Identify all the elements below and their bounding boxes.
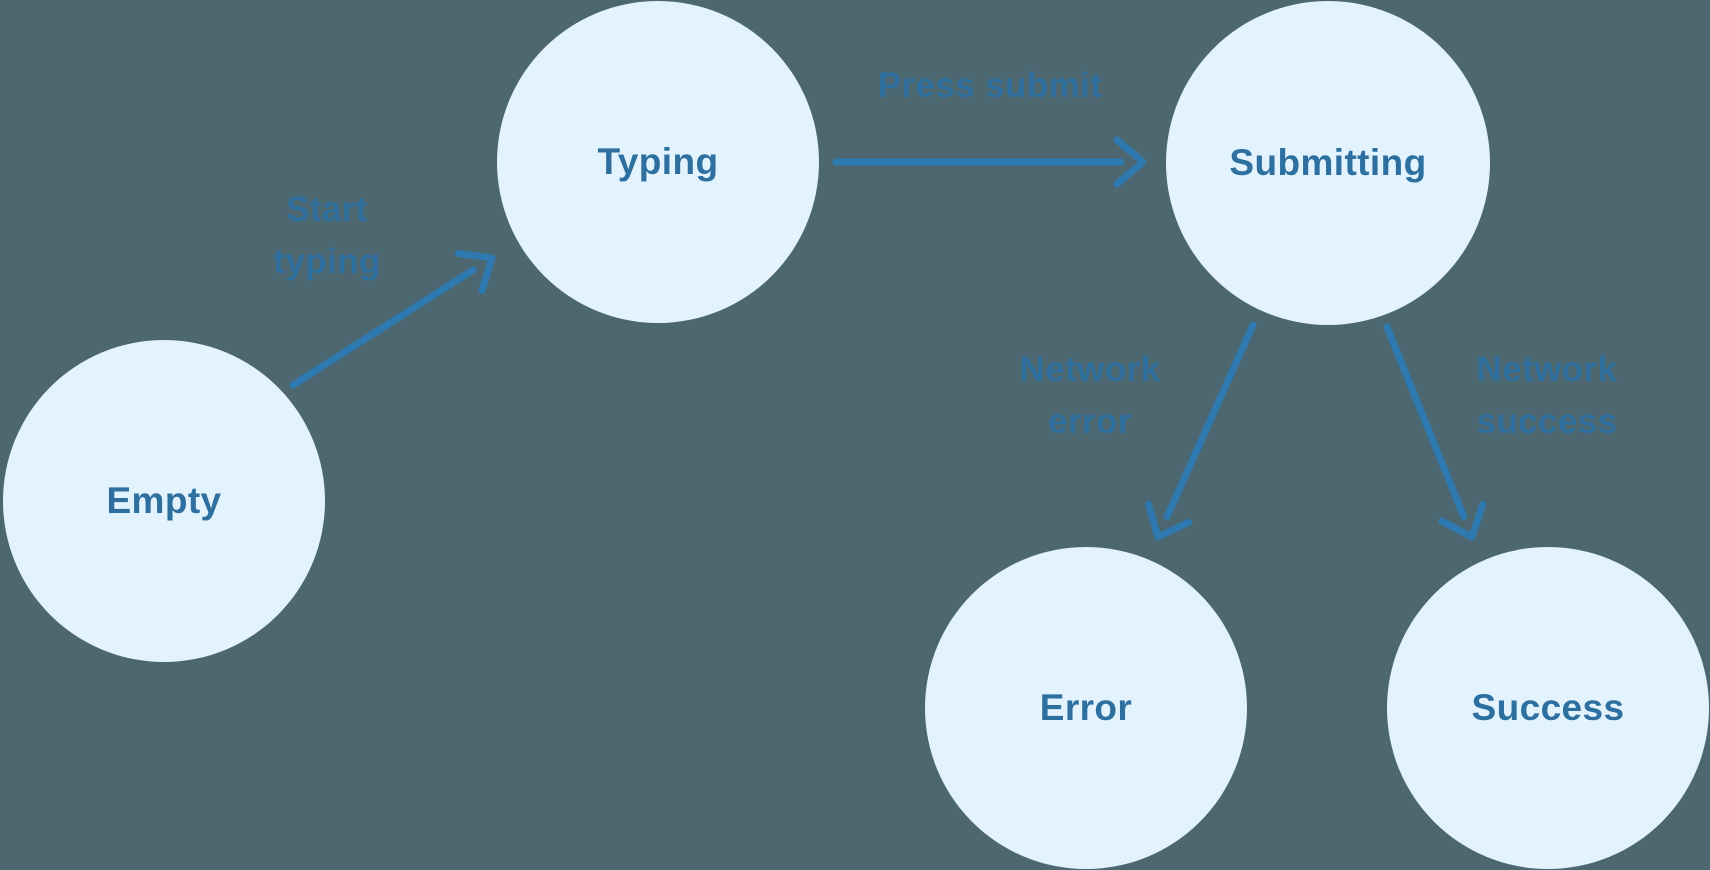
state-node-submitting: Submitting (1166, 1, 1490, 325)
state-node-empty: Empty (3, 340, 325, 662)
transition-arrow-start-typing (289, 249, 496, 389)
state-label-submitting: Submitting (1229, 142, 1427, 183)
transition-label-start-typing: Start typing (273, 190, 381, 281)
state-label-error: Error (1039, 687, 1133, 728)
state-node-error: Error (925, 547, 1247, 869)
state-label-typing: Typing (597, 141, 719, 182)
transition-label-press-submit: Press submit (877, 66, 1103, 105)
state-label-success: Success (1471, 687, 1625, 728)
state-node-success: Success (1387, 547, 1709, 869)
transition-arrow-network-error (1145, 321, 1257, 541)
transition-label-network-success: Network success (1476, 350, 1618, 441)
transition-arrow-network-success (1383, 323, 1487, 541)
transition-label-network-error: Network error (1019, 350, 1161, 441)
state-label-empty: Empty (106, 480, 222, 521)
state-node-typing: Typing (497, 1, 819, 323)
